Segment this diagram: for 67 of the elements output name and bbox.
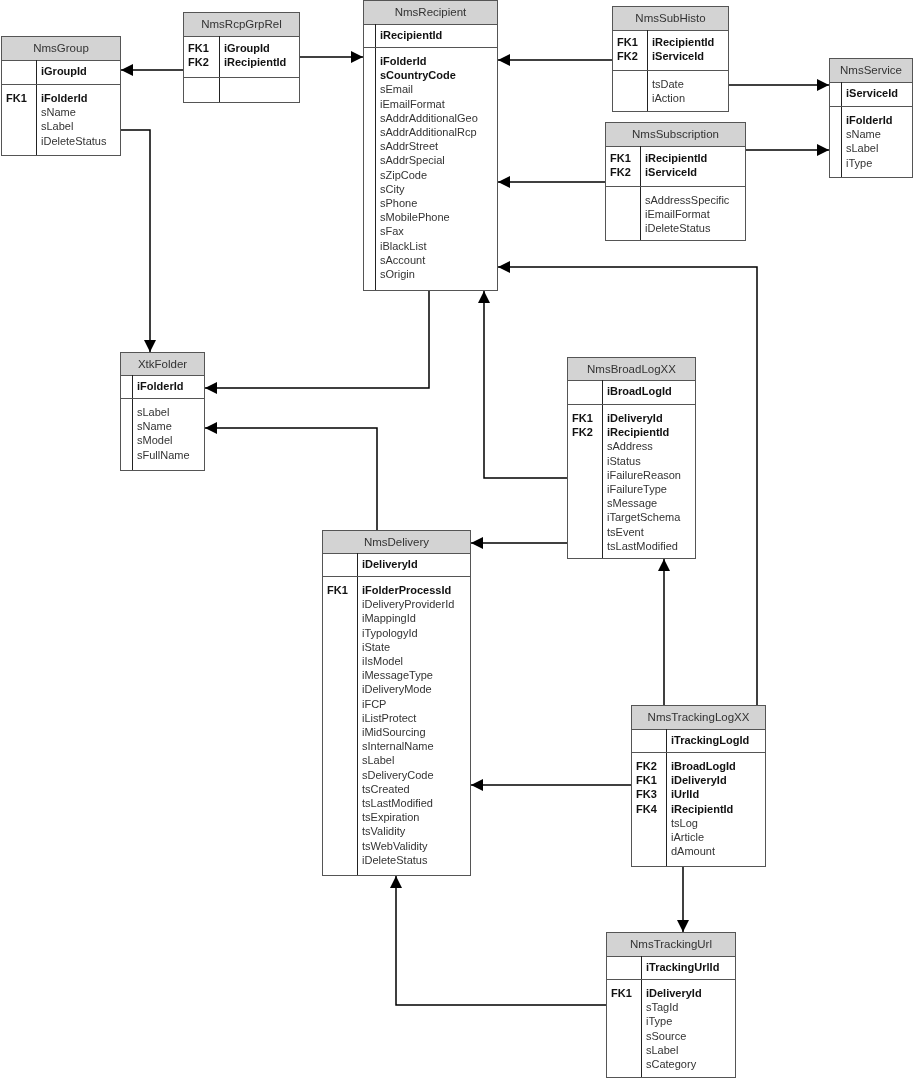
key-label: FK1 FK2 <box>572 411 593 440</box>
table-name: NmsRcpGrpRel <box>184 13 299 37</box>
table-box <box>605 122 746 241</box>
key-label: FK1 FK2 <box>610 151 631 180</box>
key-label: FK1 FK2 <box>188 41 209 70</box>
table-box <box>606 932 736 1078</box>
relationship-arrow <box>497 54 613 66</box>
key-label: FK1 <box>611 986 632 1001</box>
table-box <box>612 6 729 112</box>
primary-key-field: iRecipientId iServiceId <box>645 151 708 180</box>
field-list: iDeliveryId iRecipientId sAddress iStatus iFailureReason iFailureType sMessage iTargetSchema tsEvent tsLastModified <box>607 411 681 554</box>
key-label: FK2 FK1 FK3 FK4 <box>636 759 657 816</box>
relationship-arrow <box>658 558 670 706</box>
table-box <box>120 352 205 471</box>
table-box <box>829 58 913 178</box>
field-list: iFolderId sName sLabel iDeleteStatus <box>41 91 107 148</box>
table-name: NmsSubHisto <box>613 7 728 31</box>
primary-key-field: iBroadLogId <box>607 384 672 399</box>
primary-key-field: iRecipientId <box>380 28 443 43</box>
table-box <box>1 36 121 156</box>
table-name: NmsGroup <box>2 37 120 61</box>
table-name: NmsDelivery <box>323 531 470 554</box>
table-name: XtkFolder <box>121 353 204 376</box>
field-list: tsDate iAction <box>652 77 686 106</box>
primary-key-field: iDeliveryId <box>362 557 418 572</box>
relationship-arrow <box>497 261 758 706</box>
key-label: FK1 <box>6 91 27 106</box>
table-name: NmsService <box>830 59 912 83</box>
primary-key-field: iGroupId iRecipientId <box>224 41 287 70</box>
primary-key-field: iGroupId <box>41 64 87 79</box>
primary-key-field: iRecipientId iServiceId <box>652 35 715 64</box>
table-box <box>322 530 471 876</box>
relationship-arrow <box>204 422 378 531</box>
table-box <box>631 705 766 867</box>
relationship-arrow <box>745 144 830 156</box>
key-label: FK1 FK2 <box>617 35 638 64</box>
field-list: sLabel sName sModel sFullName <box>137 405 190 462</box>
relationship-arrow <box>728 79 830 91</box>
field-list: iFolderId sCountryCode sEmail iEmailFormat sAddrAdditionalGeo sAddrAdditionalRcp sAddrStreet sAddrSpecial sZipCode sCity sPhone sMobilePhone sFax iBlackList sAccount sOrigin <box>380 54 478 282</box>
key-label: FK1 <box>327 583 348 598</box>
table-name: NmsBroadLogXX <box>568 358 695 381</box>
primary-key-field: iTrackingUrlId <box>646 960 720 975</box>
field-list: iBroadLogId iDeliveryId iUrlId iRecipientId tsLog iArticle dAmount <box>671 759 736 859</box>
primary-key-field: iServiceId <box>846 86 898 101</box>
relationship-arrow <box>478 290 568 479</box>
field-list: iDeliveryId sTagId iType sSource sLabel sCategory <box>646 986 702 1072</box>
relationship-arrow <box>677 866 689 933</box>
field-list: iFolderId sName sLabel iType <box>846 113 893 170</box>
table-box <box>567 357 696 559</box>
table-name: NmsTrackingUrl <box>607 933 735 957</box>
table-box <box>363 0 498 291</box>
relationship-arrow <box>470 537 568 549</box>
relationship-arrow <box>299 51 364 63</box>
table-name: NmsSubscription <box>606 123 745 147</box>
primary-key-field: iFolderId <box>137 379 184 394</box>
field-list: sAddressSpecific iEmailFormat iDeleteStatus <box>645 193 730 236</box>
relationship-arrow <box>120 129 156 353</box>
relationship-arrow <box>497 176 606 188</box>
table-name: NmsRecipient <box>364 1 497 25</box>
field-list: iFolderProcessId iDeliveryProviderId iMappingId iTypologyId iState iIsModel iMessageType iDeliveryMode iFCP iListProtect iMidSourcing sInternalName sLabel sDeliveryCode tsCreated tsLastModified tsExpiration tsValidity tsWebValidity iDeleteStatus <box>362 583 455 868</box>
relationship-arrow <box>204 290 430 394</box>
relationship-arrow <box>390 875 607 1006</box>
table-name: NmsTrackingLogXX <box>632 706 765 730</box>
relationship-arrow <box>120 64 184 76</box>
table-box <box>183 12 300 103</box>
relationship-arrow <box>470 779 632 791</box>
primary-key-field: iTrackingLogId <box>671 733 750 748</box>
